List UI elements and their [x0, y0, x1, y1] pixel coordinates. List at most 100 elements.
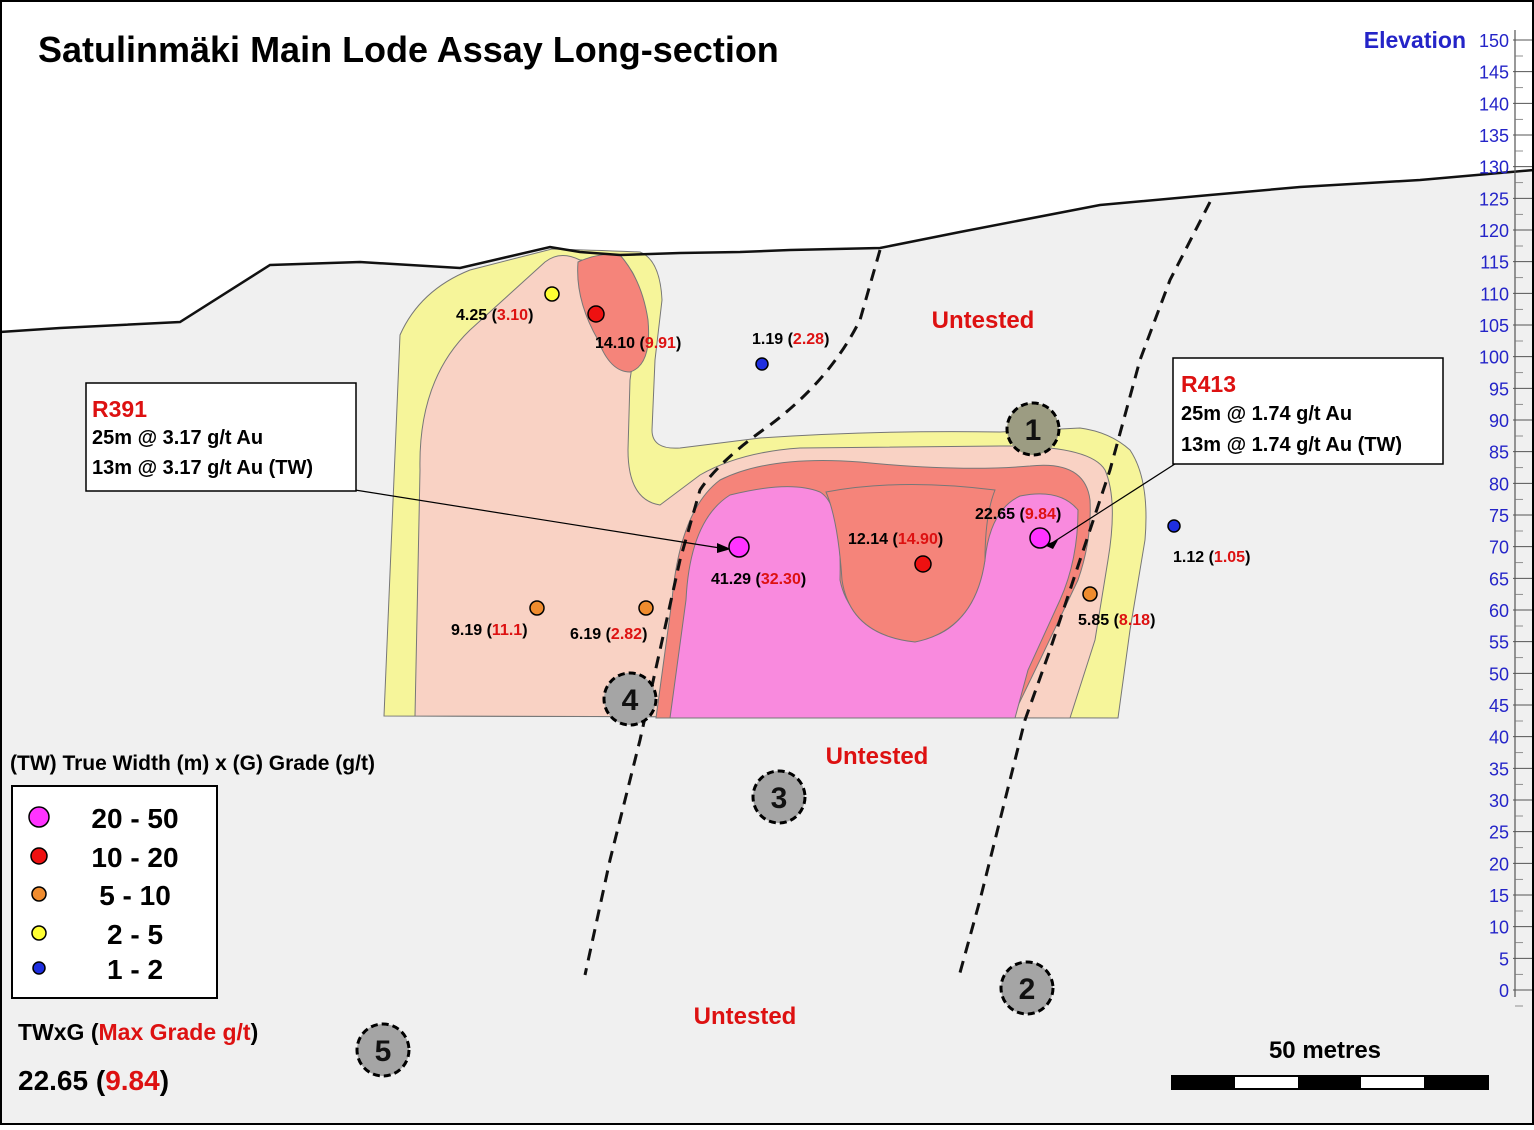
axis-tick-label: 25: [1489, 823, 1509, 843]
key-label: TWxG (Max Grade g/t): [18, 1019, 258, 1045]
sample-point: [638, 600, 654, 616]
elevation-axis: 1501451401351301251201151101051009590858…: [1364, 27, 1533, 1007]
axis-tick-label: 140: [1479, 94, 1509, 114]
target-marker-label: 1: [1025, 414, 1042, 447]
axis-tick-label: 110: [1480, 284, 1509, 304]
axis-tick-label: 115: [1480, 253, 1509, 273]
elevation-axis-label: Elevation: [1364, 27, 1466, 53]
callout-r391-line1: 25m @ 3.17 g/t Au: [92, 427, 263, 449]
legend-title: (TW) True Width (m) x (G) Grade (g/t): [10, 752, 375, 775]
axis-tick-label: 80: [1489, 474, 1509, 494]
untested-label-upper: Untested: [932, 307, 1035, 334]
axis-tick-label: 55: [1489, 633, 1509, 653]
grade-contour-10-20-inner: [825, 483, 996, 643]
callout-r413-line1: 25m @ 1.74 g/t Au: [1181, 403, 1352, 425]
legend-swatch: [31, 886, 47, 902]
untested-label-middle: Untested: [826, 743, 929, 770]
key-label-red: Max Grade g/t: [99, 1019, 251, 1045]
sample-label: 1.12 (1.05): [1173, 549, 1250, 566]
scale-bar-label: 50 metres: [1269, 1037, 1381, 1064]
callout-arrow-r391: [717, 543, 731, 553]
axis-tick-label: 100: [1479, 348, 1509, 368]
legend-label: 1 - 2: [107, 954, 163, 985]
legend-swatch: [28, 806, 50, 828]
sample-point: [1029, 527, 1051, 549]
axis-tick-label: 135: [1479, 126, 1509, 146]
fault-line-2: [956, 201, 1212, 981]
page-title: Satulinmäki Main Lode Assay Long-section: [38, 29, 779, 70]
axis-tick-label: 150: [1479, 31, 1509, 51]
sample-label: 22.65 (9.84): [975, 506, 1061, 523]
callout-r391: R391 25m @ 3.17 g/t Au 13m @ 3.17 g/t Au…: [85, 382, 357, 492]
legend-swatch: [30, 847, 48, 865]
target-marker-label: 4: [622, 684, 639, 717]
sample-label: 41.29 (32.30): [711, 571, 806, 588]
fault-line-1: [583, 249, 882, 976]
topography-line: [0, 168, 1534, 334]
sample-label: 5.85 (8.18): [1078, 612, 1155, 629]
sample-label: 9.19 (11.1): [451, 622, 528, 639]
sample-point: [728, 536, 750, 558]
legend-swatch: [32, 961, 46, 975]
axis-tick-label: 85: [1489, 443, 1509, 463]
sample-points: 4.25 (3.10)14.10 (9.91)1.19 (2.28)41.29 …: [451, 286, 1250, 643]
sample-point: [914, 555, 932, 573]
target-marker: [1005, 401, 1061, 457]
untested-label-lower: Untested: [694, 1003, 797, 1030]
axis-tick-label: 130: [1479, 158, 1509, 178]
sample-label: 4.25 (3.10): [456, 307, 533, 324]
axis-tick-label: 30: [1489, 791, 1509, 811]
axis-tick-label: 65: [1489, 569, 1509, 589]
axis-tick-label: 0: [1499, 981, 1509, 1001]
axis-tick-label: 45: [1489, 696, 1509, 716]
key-example-value: 22.65: [18, 1065, 88, 1096]
axis-tick-label: 40: [1489, 728, 1509, 748]
axis-tick-label: 35: [1489, 759, 1509, 779]
callout-leader-r391: [354, 489, 721, 549]
target-marker-label: 2: [1019, 973, 1036, 1006]
legend-label: 2 - 5: [107, 919, 163, 950]
axis-tick-label: 70: [1489, 538, 1509, 558]
key-label-right: ): [251, 1019, 259, 1045]
callout-r413-line2: 13m @ 1.74 g/t Au (TW): [1181, 434, 1402, 456]
axis-tick-label: 10: [1489, 918, 1509, 938]
axis-tick-label: 20: [1489, 854, 1509, 874]
axis-tick-label: 145: [1479, 63, 1509, 83]
target-marker: [751, 769, 807, 825]
target-marker: [355, 1022, 411, 1078]
axis-tick-label: 60: [1489, 601, 1509, 621]
callout-r413: R413 25m @ 1.74 g/t Au 13m @ 1.74 g/t Au…: [1172, 357, 1444, 465]
sample-point: [755, 357, 769, 371]
sample-point: [544, 286, 560, 302]
axis-tick-label: 50: [1489, 664, 1509, 684]
sample-label: 12.14 (14.90): [848, 531, 943, 548]
axis-tick-label: 75: [1489, 506, 1509, 526]
legend-label: 20 - 50: [91, 803, 178, 834]
key-label-left: TWxG (: [18, 1019, 99, 1045]
callout-leader-r413: [1051, 461, 1179, 544]
target-marker: [602, 671, 658, 727]
axis-tick-label: 90: [1489, 411, 1509, 431]
sample-label: 1.19 (2.28): [752, 331, 829, 348]
callout-r391-line2: 13m @ 3.17 g/t Au (TW): [92, 457, 313, 479]
sample-label: 6.19 (2.82): [570, 626, 647, 643]
axis-tick-label: 120: [1479, 221, 1509, 241]
legend-label: 5 - 10: [99, 880, 171, 911]
axis-tick-label: 5: [1499, 949, 1509, 969]
axis-tick-label: 95: [1489, 379, 1509, 399]
sample-point: [587, 305, 605, 323]
sample-point: [1167, 519, 1181, 533]
axis-tick-label: 105: [1479, 316, 1509, 336]
target-marker-label: 5: [375, 1035, 392, 1068]
callout-arrow-r413: [1044, 540, 1058, 549]
callout-r413-hole: R413: [1181, 371, 1236, 397]
axis-tick-label: 125: [1479, 189, 1509, 209]
callout-r391-hole: R391: [92, 396, 147, 422]
legend-swatch: [31, 925, 47, 941]
target-marker: [999, 960, 1055, 1016]
sample-point: [529, 600, 545, 616]
target-marker-label: 3: [771, 782, 788, 815]
